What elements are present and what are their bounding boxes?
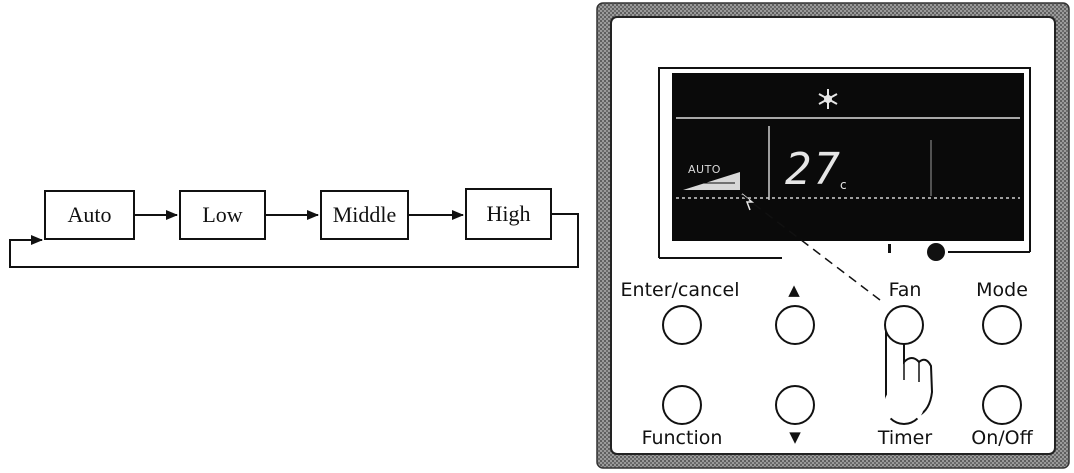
enter-cancel-label: Enter/cancel: [620, 279, 740, 301]
timer-button[interactable]: [884, 385, 924, 425]
timer-label: Timer: [877, 427, 933, 449]
up-arrow-label: ▲: [788, 281, 800, 299]
flow-label-high: High: [486, 201, 531, 226]
down-button[interactable]: [775, 385, 815, 425]
mode-label: Mode: [976, 279, 1028, 301]
lcd-screen: [672, 73, 1024, 241]
down-arrow-label: ▼: [789, 428, 801, 446]
flow-box-auto: Auto: [44, 190, 135, 240]
power-led-indicator: [927, 243, 945, 261]
flow-label-middle: Middle: [332, 202, 397, 227]
fan-button[interactable]: [884, 305, 924, 345]
flow-box-high: High: [465, 188, 552, 240]
function-button[interactable]: [662, 385, 702, 425]
lcd-fan-speed-label: AUTO: [688, 163, 721, 176]
up-button[interactable]: [775, 305, 815, 345]
flow-box-low: Low: [179, 190, 266, 240]
flow-label-auto: Auto: [67, 202, 112, 227]
lcd-bezel: [658, 67, 1031, 258]
on-off-label: On/Off: [971, 427, 1033, 449]
flow-label-low: Low: [202, 202, 243, 227]
on-off-button[interactable]: [982, 385, 1022, 425]
loop-back-line: [9, 213, 579, 268]
fan-speed-wedge-icon: [683, 172, 740, 190]
lcd-temperature: 27: [785, 144, 842, 195]
fan-speed-cycle-diagram: Auto Low Middle High: [0, 0, 600, 300]
snowflake-icon: [818, 89, 838, 109]
flow-box-middle: Middle: [320, 190, 409, 240]
mode-button[interactable]: [982, 305, 1022, 345]
lcd-temperature-unit: c: [840, 178, 847, 192]
flow-connectors: [9, 210, 579, 268]
enter-cancel-button[interactable]: [662, 305, 702, 345]
fan-label: Fan: [888, 279, 922, 301]
function-label: Function: [641, 427, 723, 449]
